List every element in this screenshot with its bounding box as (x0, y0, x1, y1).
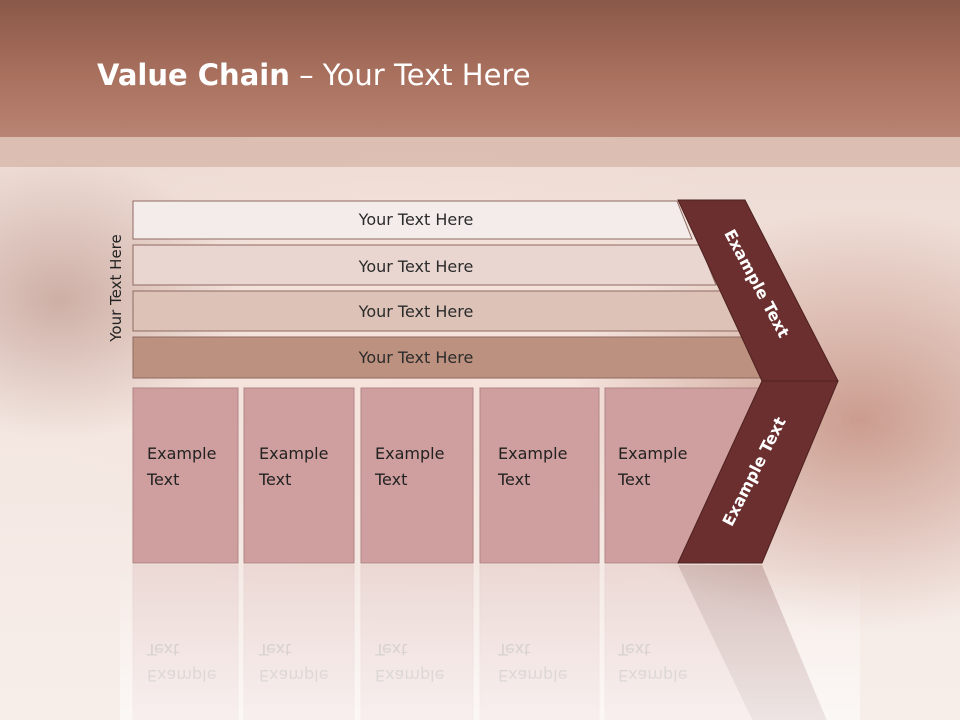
primary-box-label: Example (259, 444, 328, 463)
primary-box-line: Example (498, 444, 567, 463)
primary-box-label: Example (618, 444, 687, 463)
primary-box-line: Example (375, 444, 444, 463)
support-bar-2[interactable] (132, 244, 717, 286)
support-bar-label: Your Text Here (358, 302, 474, 321)
primary-box-label: Example (147, 444, 216, 463)
primary-box-line: Text (617, 470, 650, 489)
primary-box-2[interactable] (243, 387, 355, 564)
primary-box-line: Example (618, 444, 687, 463)
primary-box-line: Text (146, 470, 179, 489)
header-bar (0, 0, 960, 137)
primary-box-label: Text (258, 470, 291, 489)
support-bar-label: Your Text Here (358, 210, 474, 229)
primary-box-label: Text (374, 470, 407, 489)
title-bold: Value Chain (97, 58, 290, 92)
header-band (0, 137, 960, 167)
support-bar-label: Your Text Here (358, 257, 474, 276)
support-bar-label: Your Text Here (358, 348, 474, 367)
page-title: Value Chain – Your Text Here (97, 55, 531, 95)
primary-box-4[interactable] (479, 387, 600, 564)
primary-box-line: Example (259, 444, 328, 463)
support-bar-1[interactable] (132, 200, 693, 240)
primary-box-label: Text (617, 470, 650, 489)
primary-box-line: Example (147, 444, 216, 463)
primary-box-label: Text (497, 470, 530, 489)
title-rest: – Your Text Here (289, 58, 531, 92)
primary-box-label: Example (498, 444, 567, 463)
reflection-fade (120, 565, 860, 720)
primary-box-label: Text (146, 470, 179, 489)
primary-box-line: Text (374, 470, 407, 489)
primary-box-line: Text (258, 470, 291, 489)
primary-box-line: Text (497, 470, 530, 489)
primary-box-1[interactable] (132, 387, 239, 564)
primary-box-label: Example (375, 444, 444, 463)
margin-chevron-lower[interactable] (677, 380, 839, 564)
primary-box-3[interactable] (360, 387, 474, 564)
